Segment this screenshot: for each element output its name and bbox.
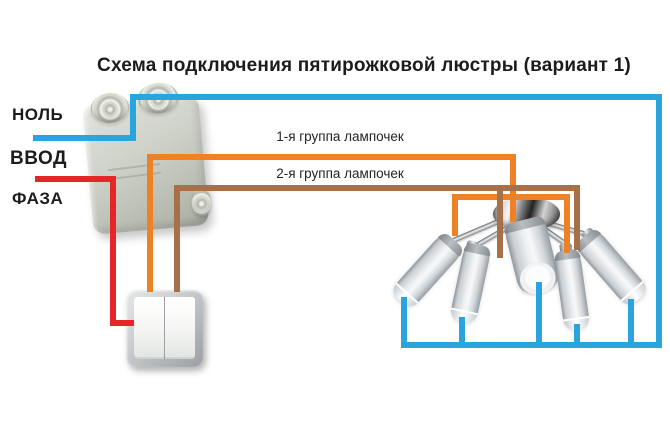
wire-segment — [536, 282, 542, 348]
wire-segment — [574, 324, 580, 348]
wire-segment — [174, 185, 180, 292]
label-group2: 2-я группа лампочек — [276, 166, 404, 181]
lamp-3 — [502, 214, 562, 299]
wire-segment — [35, 176, 116, 182]
junction-box — [82, 80, 213, 235]
wire-segment — [656, 94, 662, 348]
wire-segment — [452, 194, 458, 236]
label-group1: 1-я группа лампочек — [276, 129, 404, 144]
wall-switch — [126, 290, 203, 367]
lamp-neck — [463, 242, 492, 257]
wire-segment — [130, 94, 136, 141]
lamp-2 — [449, 242, 492, 324]
label-neutral: НОЛЬ — [12, 105, 64, 124]
wire-segment — [130, 94, 662, 100]
wire-segment — [497, 185, 503, 258]
wire-segment — [401, 342, 662, 348]
lamp-rim — [620, 281, 650, 309]
wire-segment — [564, 194, 570, 253]
switch-key-right — [165, 297, 195, 359]
lamp-4 — [553, 248, 591, 331]
lamp-5 — [573, 226, 650, 309]
lamp-socket — [580, 226, 600, 246]
switch-plate — [134, 297, 195, 359]
wire-segment — [574, 185, 580, 250]
canopy-hub — [514, 223, 542, 236]
wire-segment — [147, 154, 153, 292]
wire-segment — [459, 317, 465, 348]
label-phase: ФАЗА — [12, 189, 64, 208]
wire-segment — [452, 194, 570, 200]
wire-segment — [110, 320, 134, 326]
wire-segment — [33, 135, 136, 141]
wire-segment — [174, 185, 580, 191]
chandelier-arm — [546, 220, 600, 241]
lamp-socket — [437, 233, 457, 253]
label-input: ВВОД — [10, 148, 68, 169]
wire-segment — [401, 297, 407, 348]
wire-segment — [628, 299, 634, 348]
switch-key-left — [134, 297, 164, 359]
ceiling-canopy — [493, 197, 560, 231]
diagram-title: Схема подключения пятирожковой люстры (в… — [97, 55, 631, 76]
lamp-socket — [464, 239, 480, 257]
wire-segment — [147, 154, 513, 160]
wire-segment — [110, 176, 116, 326]
chandelier-arm — [473, 224, 511, 249]
